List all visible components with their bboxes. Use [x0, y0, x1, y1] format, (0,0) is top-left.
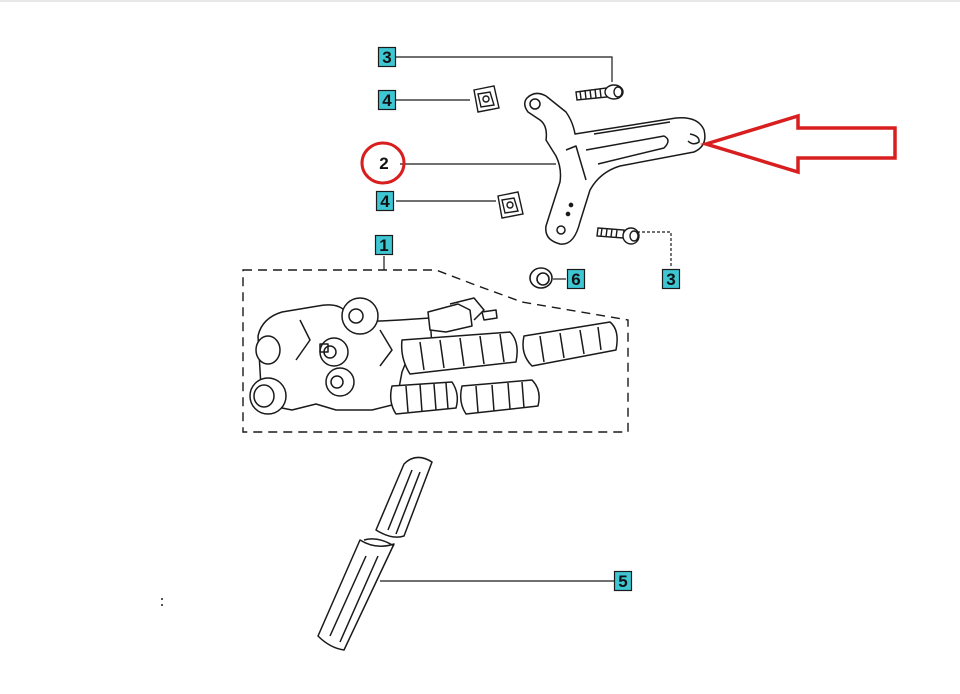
callout-label: 4 — [382, 91, 392, 110]
callout-label: 2 — [379, 154, 388, 173]
callout-box — [566, 268, 586, 290]
clip-nut-bottom — [497, 191, 524, 219]
callout-5-shaft: 5 — [613, 570, 633, 592]
arrow-left-icon — [699, 113, 897, 175]
callout-6-bushing: 6 — [566, 268, 586, 290]
callout-box — [661, 268, 681, 290]
callout-2-bracket: 2 — [375, 153, 393, 173]
callout-boxes: 3 4 2 4 1 6 3 5 — [374, 46, 681, 592]
callout-label: 1 — [379, 236, 388, 255]
leader-3-top — [396, 56, 613, 82]
bracket-part — [524, 92, 706, 245]
callout-label: 3 — [666, 270, 675, 289]
circle-highlight-icon — [360, 141, 406, 185]
callout-label: 5 — [618, 572, 627, 591]
callout-label: 3 — [382, 48, 391, 67]
leader-lines — [380, 56, 672, 582]
callout-3-screw: 3 — [661, 268, 681, 290]
callout-4-clip-nut: 4 — [375, 190, 395, 212]
stray-marks — [161, 598, 163, 606]
callout-4-clip-nut: 4 — [377, 89, 397, 111]
callout-box — [613, 570, 633, 592]
column-assembly-part — [249, 297, 618, 415]
callout-3-screw: 3 — [377, 46, 397, 68]
leader-3-bottom — [637, 231, 672, 268]
shaft-part — [317, 456, 433, 651]
assembly-dashed-outline — [242, 269, 629, 433]
screw-top — [575, 84, 624, 101]
callout-1-column-assembly: 1 — [374, 234, 394, 256]
callout-box — [375, 153, 393, 173]
callout-box — [377, 89, 397, 111]
callout-label: 6 — [571, 270, 580, 289]
callout-box — [374, 234, 394, 256]
callout-box — [377, 46, 397, 68]
callout-box — [375, 190, 395, 212]
clip-nut-top — [473, 85, 500, 113]
screw-bottom — [596, 227, 640, 245]
bushing-part — [529, 267, 553, 289]
callout-label: 4 — [380, 192, 390, 211]
